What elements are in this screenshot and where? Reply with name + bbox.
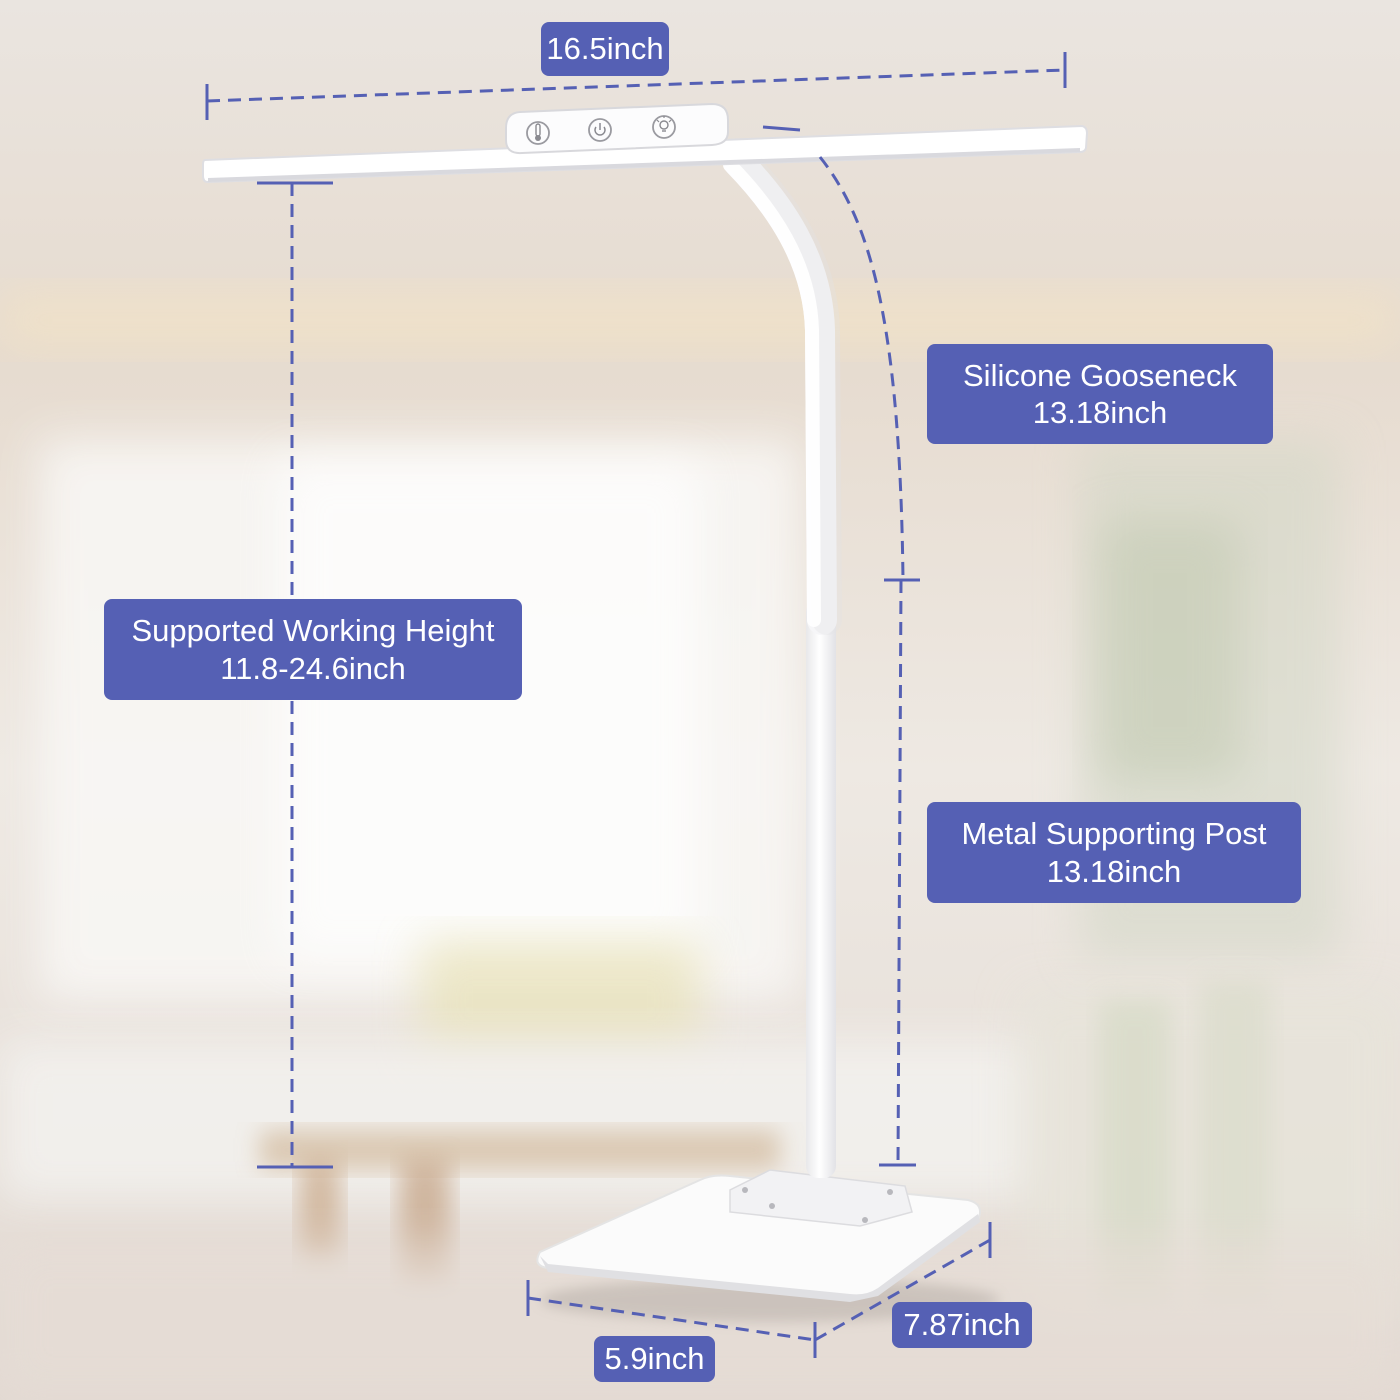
base-depth-value: 7.87inch <box>903 1307 1021 1343</box>
thermometer-icon[interactable] <box>526 121 550 145</box>
silicone-gooseneck <box>723 147 837 635</box>
desk-lamp <box>202 102 1089 1322</box>
power-icon[interactable] <box>588 118 612 142</box>
metal-post <box>806 600 836 1178</box>
base-width-value: 5.9inch <box>604 1341 705 1377</box>
gooseneck-title: Silicone Gooseneck <box>963 357 1237 393</box>
base-width-label: 5.9inch <box>594 1336 715 1382</box>
working-height-label: Supported Working Height 11.8-24.6inch <box>104 599 522 700</box>
working-height-value: 11.8-24.6inch <box>220 650 406 686</box>
light-bulb-icon[interactable] <box>652 115 676 139</box>
post-label: Metal Supporting Post 13.18inch <box>927 802 1301 903</box>
gooseneck-label: Silicone Gooseneck 13.18inch <box>927 344 1273 444</box>
post-value: 13.18inch <box>1046 853 1182 889</box>
gooseneck-value: 13.18inch <box>1032 395 1168 430</box>
lamp-mount <box>729 1169 913 1227</box>
base-depth-label: 7.87inch <box>892 1302 1032 1348</box>
dimension-lines <box>205 52 1067 1358</box>
bar-width-label: 16.5inch <box>541 22 669 76</box>
bar-width-value: 16.5inch <box>546 31 664 67</box>
post-title: Metal Supporting Post <box>961 816 1267 852</box>
working-height-title: Supported Working Height <box>131 613 495 649</box>
lamp-control-panel <box>505 102 729 155</box>
